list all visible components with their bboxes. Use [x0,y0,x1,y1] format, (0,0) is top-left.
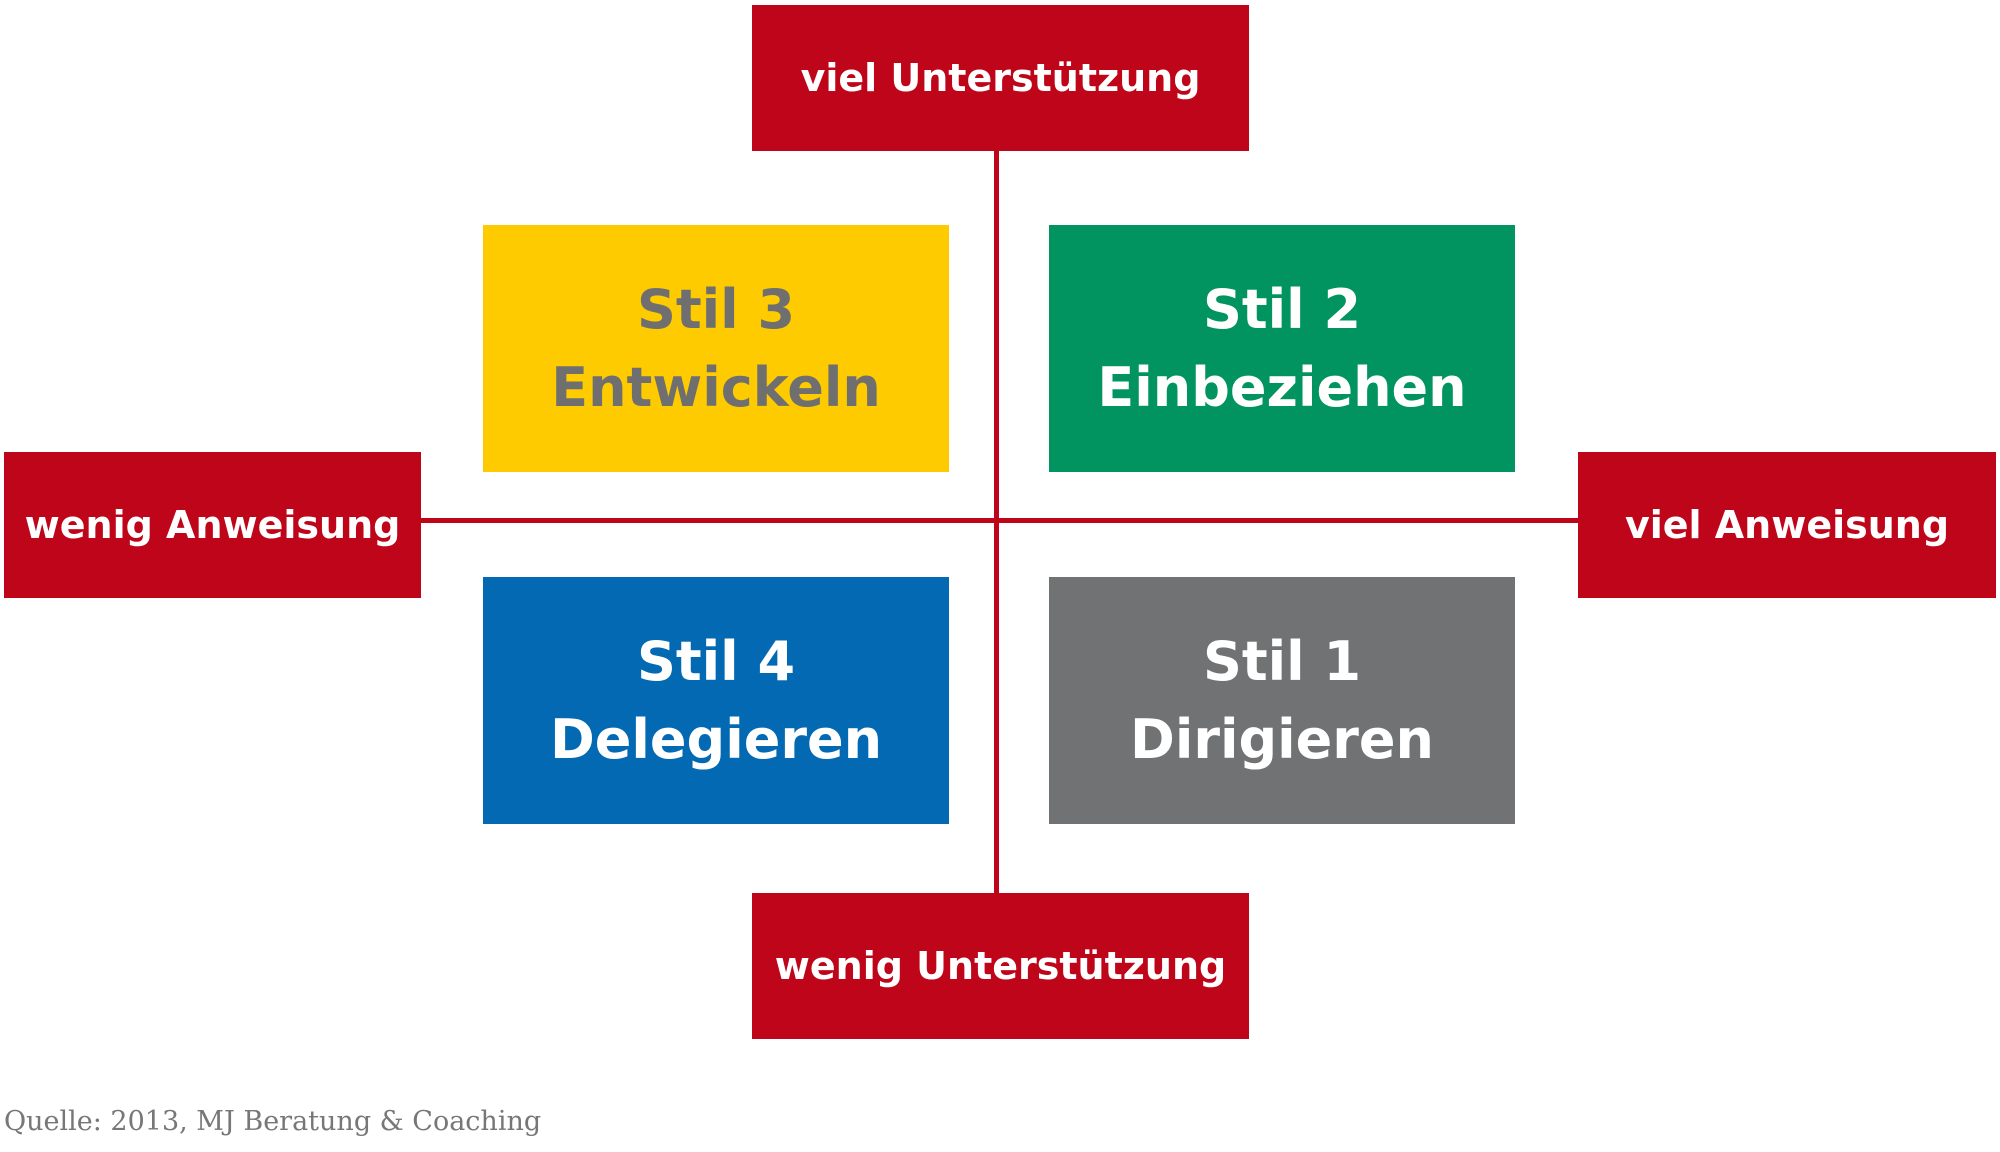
axis-label-top-text: viel Unterstützung [800,56,1201,100]
horizontal-axis-line [420,518,1580,523]
quadrant-stil-4-name: Delegieren [549,707,883,771]
quadrant-stil-1-title: Stil 1 [1202,629,1362,693]
source-caption: Quelle: 2013, MJ Beratung & Coaching [4,1106,542,1137]
quadrant-stil-4: Stil 4 Delegieren [483,577,949,824]
quadrant-stil-4-title: Stil 4 [636,629,796,693]
quadrant-stil-2: Stil 2 Einbeziehen [1049,225,1515,472]
quadrant-stil-1: Stil 1 Dirigieren [1049,577,1515,824]
quadrant-stil-1-name: Dirigieren [1130,707,1434,771]
quadrant-stil-2-name: Einbeziehen [1097,355,1467,419]
quadrant-stil-3-title: Stil 3 [636,277,796,341]
axis-label-left-text: wenig Anweisung [24,503,401,547]
quadrant-stil-3-name: Entwickeln [551,355,881,419]
axis-label-left: wenig Anweisung [4,452,421,598]
axis-label-top: viel Unterstützung [752,5,1249,151]
axis-label-right-text: viel Anweisung [1624,503,1950,547]
axis-label-bottom: wenig Unterstützung [752,893,1249,1039]
axis-label-bottom-text: wenig Unterstützung [774,944,1227,988]
quadrant-stil-2-title: Stil 2 [1202,277,1362,341]
axis-label-right: viel Anweisung [1578,452,1996,598]
quadrant-stil-3: Stil 3 Entwickeln [483,225,949,472]
